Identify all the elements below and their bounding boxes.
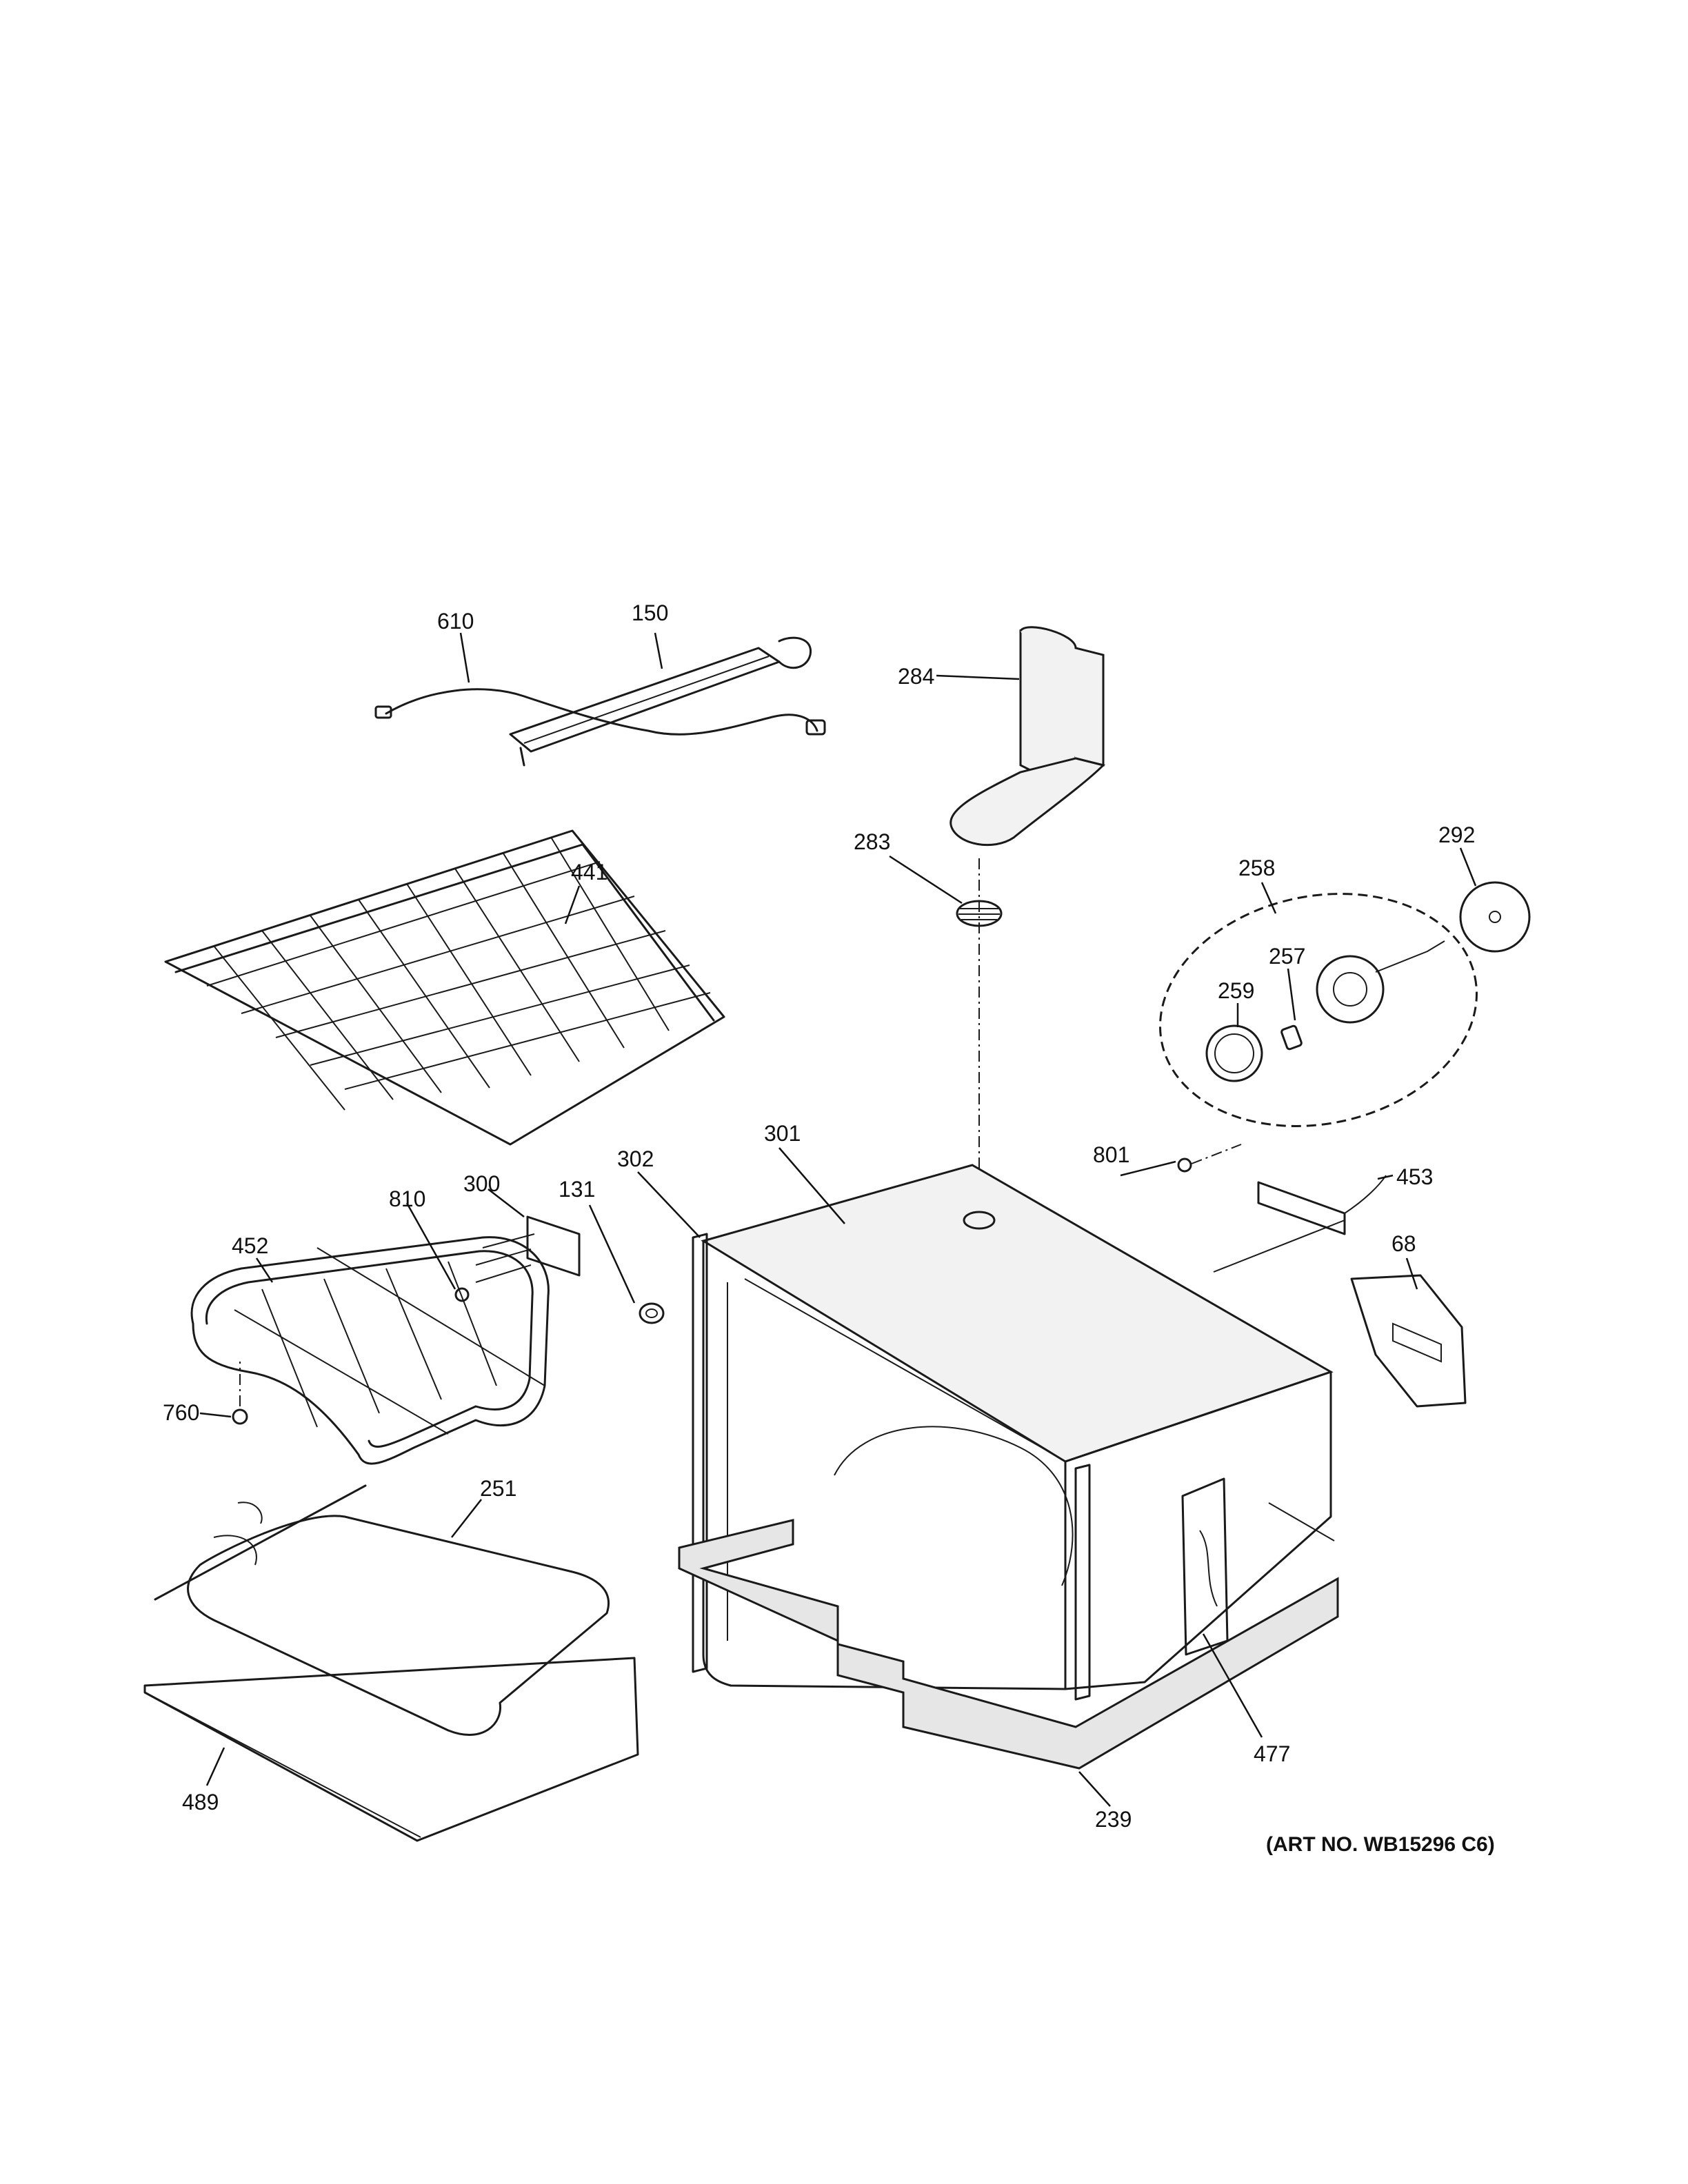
insulation-239 bbox=[678, 1502, 1339, 1770]
terminal-block-300 bbox=[475, 1215, 581, 1283]
callout-477: 477 bbox=[1254, 1741, 1290, 1766]
callout-292: 292 bbox=[1438, 822, 1475, 847]
callout-259: 259 bbox=[1218, 978, 1254, 1003]
callout-258: 258 bbox=[1238, 856, 1275, 880]
screw-801 bbox=[1177, 1144, 1242, 1173]
screw-810 bbox=[454, 1287, 470, 1302]
leader-lines bbox=[199, 632, 1477, 1807]
callout-283: 283 bbox=[854, 829, 890, 854]
bracket-68 bbox=[1350, 1274, 1467, 1408]
callout-301: 301 bbox=[764, 1121, 801, 1146]
screw-760 bbox=[232, 1362, 248, 1425]
callout-452: 452 bbox=[232, 1233, 268, 1258]
callout-300: 300 bbox=[463, 1171, 500, 1196]
callout-251: 251 bbox=[480, 1476, 516, 1501]
callout-760: 760 bbox=[163, 1400, 199, 1425]
temperature-sensor-453 bbox=[1213, 1175, 1387, 1273]
callout-68: 68 bbox=[1391, 1231, 1416, 1256]
grommet-131 bbox=[639, 1302, 665, 1324]
drip-tray-489 bbox=[143, 1657, 639, 1842]
callout-453: 453 bbox=[1396, 1164, 1433, 1189]
wire-harness-610 bbox=[374, 688, 826, 736]
callout-131: 131 bbox=[559, 1177, 595, 1202]
callout-284: 284 bbox=[898, 664, 934, 689]
callout-441: 441 bbox=[571, 860, 607, 884]
callout-610: 610 bbox=[437, 609, 474, 634]
callout-239: 239 bbox=[1095, 1807, 1132, 1832]
fan-blade-259 bbox=[1205, 1024, 1263, 1082]
art-number: (ART NO. WB15296 C6) bbox=[1266, 1833, 1495, 1856]
vent-duct-284 bbox=[950, 626, 1105, 847]
callout-302: 302 bbox=[617, 1146, 654, 1171]
broil-element-452 bbox=[190, 1236, 550, 1465]
bake-element-251 bbox=[154, 1484, 610, 1736]
callout-801: 801 bbox=[1093, 1142, 1129, 1167]
callout-810: 810 bbox=[389, 1186, 425, 1211]
callout-150: 150 bbox=[632, 600, 668, 625]
assembly-group-258-outline bbox=[1158, 893, 1478, 1127]
callout-257: 257 bbox=[1269, 944, 1305, 969]
oven-rack-441 bbox=[164, 829, 725, 1146]
callout-labels: 610 150 284 283 292 258 257 259 441 801 … bbox=[163, 600, 1475, 1832]
callout-489: 489 bbox=[182, 1790, 219, 1814]
gasket-292 bbox=[1459, 881, 1531, 953]
fan-motor-257 bbox=[1280, 940, 1445, 1051]
bracket-150 bbox=[509, 636, 812, 767]
front-frame-302 bbox=[692, 1233, 1091, 1701]
